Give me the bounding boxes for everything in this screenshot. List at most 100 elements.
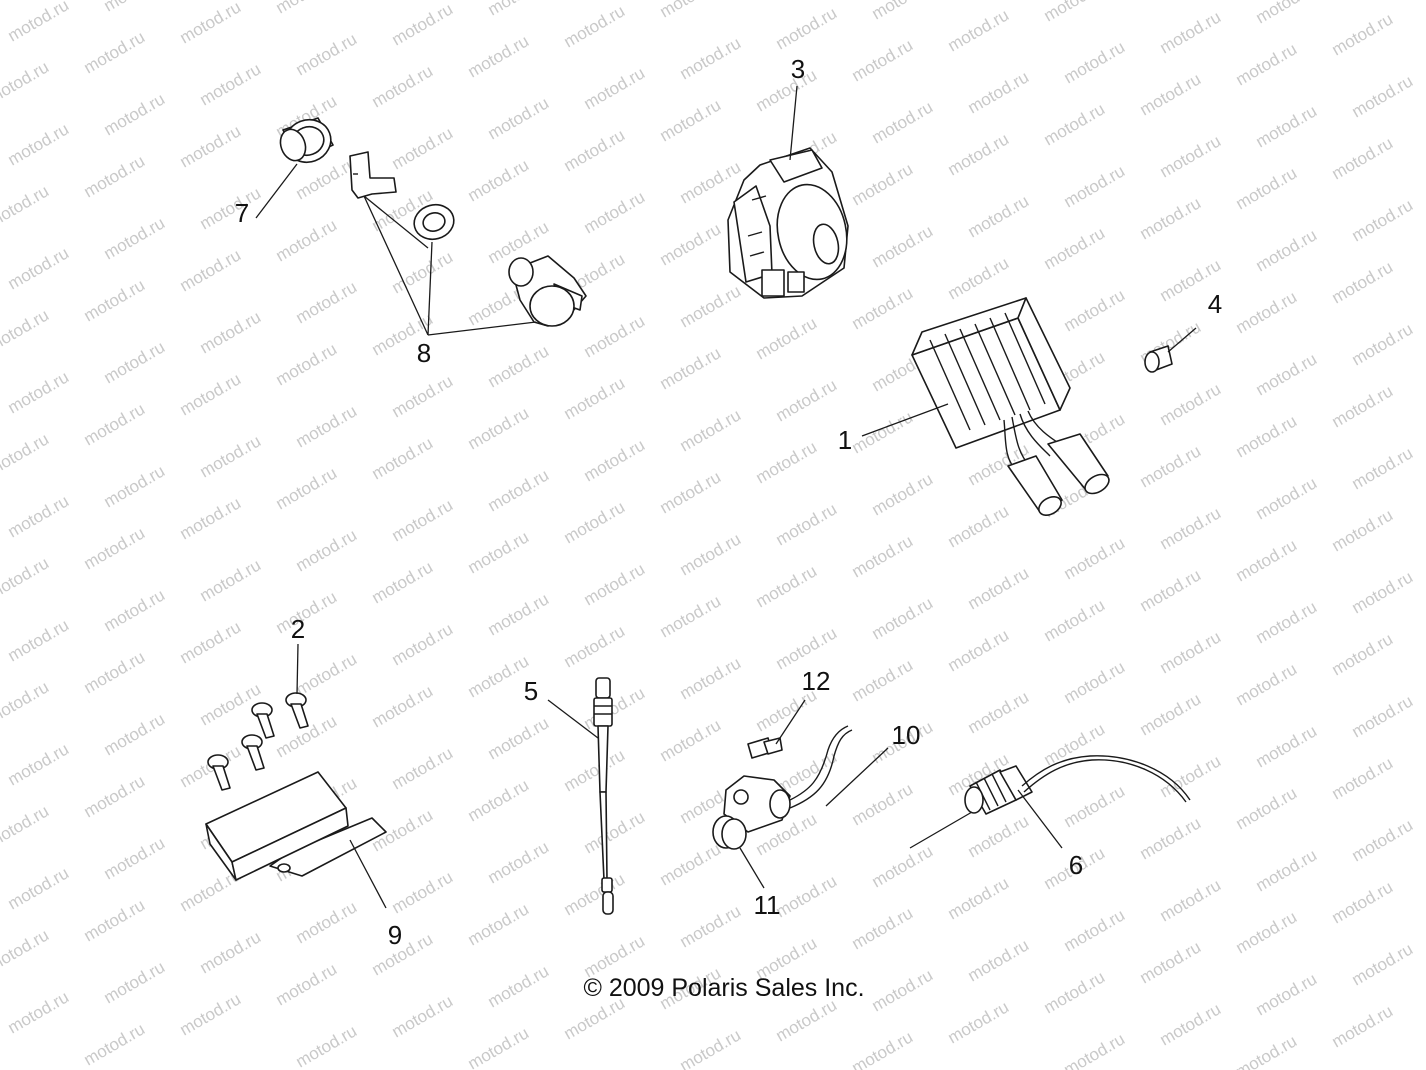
watermark-text: motod.ru bbox=[849, 1027, 917, 1070]
watermark-text: motod.ru bbox=[177, 0, 245, 47]
watermark-text: motod.ru bbox=[1349, 195, 1417, 245]
watermark-text: motod.ru bbox=[197, 59, 265, 109]
watermark-text: motod.ru bbox=[677, 33, 745, 83]
watermark-text: motod.ru bbox=[677, 529, 745, 579]
watermark-text: motod.ru bbox=[1349, 71, 1417, 121]
watermark-text: motod.ru bbox=[1137, 937, 1205, 987]
leader-6 bbox=[1017, 789, 1063, 849]
watermark-text: motod.ru bbox=[1349, 567, 1417, 617]
watermark-text: motod.ru bbox=[197, 679, 265, 729]
copyright-text: © 2009 Polaris Sales Inc. bbox=[583, 974, 864, 1002]
watermark-text: motod.ru bbox=[1137, 689, 1205, 739]
watermark-text: motod.ru bbox=[869, 593, 937, 643]
watermark-text: motod.ru bbox=[485, 341, 553, 391]
watermark-text: motod.ru bbox=[465, 527, 533, 577]
callout-5: 5 bbox=[524, 676, 538, 706]
watermark-text: motod.ru bbox=[1137, 193, 1205, 243]
watermark-text: motod.ru bbox=[773, 871, 841, 921]
watermark-text: motod.ru bbox=[101, 585, 169, 635]
watermark-text: motod.ru bbox=[869, 0, 937, 23]
watermark-text: motod.ru bbox=[1233, 907, 1301, 957]
watermark-text: motod.ru bbox=[5, 119, 73, 169]
watermark-text: motod.ru bbox=[1329, 133, 1397, 183]
watermark-text: motod.ru bbox=[753, 561, 821, 611]
watermark-text: motod.ru bbox=[293, 649, 361, 699]
watermark-text: motod.ru bbox=[389, 123, 457, 173]
leader-2 bbox=[296, 643, 299, 695]
wire-harness-icon bbox=[593, 677, 614, 915]
watermark-text: motod.ru bbox=[465, 1023, 533, 1070]
watermark-text: motod.ru bbox=[465, 403, 533, 453]
watermark-text: motod.ru bbox=[101, 709, 169, 759]
watermark-text: motod.ru bbox=[561, 1, 629, 51]
watermark-text: motod.ru bbox=[561, 125, 629, 175]
callout-7: 7 bbox=[235, 198, 249, 228]
watermark-text: motod.ru bbox=[773, 3, 841, 53]
watermark-text: motod.ru bbox=[1233, 39, 1301, 89]
watermark-text: motod.ru bbox=[657, 95, 725, 145]
watermark-text: motod.ru bbox=[0, 677, 52, 727]
watermark-text: motod.ru bbox=[1349, 939, 1417, 989]
watermark-text: motod.ru bbox=[0, 181, 52, 231]
watermark-text: motod.ru bbox=[581, 683, 649, 733]
watermark-text: motod.ru bbox=[677, 653, 745, 703]
watermark-text: motod.ru bbox=[581, 187, 649, 237]
watermark-text: motod.ru bbox=[197, 183, 265, 233]
watermark-text: motod.ru bbox=[1233, 783, 1301, 833]
watermark-text: motod.ru bbox=[101, 957, 169, 1007]
watermark-text: motod.ru bbox=[101, 213, 169, 263]
watermark-text: motod.ru bbox=[849, 531, 917, 581]
watermark-text: motod.ru bbox=[293, 525, 361, 575]
watermark-text: motod.ru bbox=[369, 681, 437, 731]
watermark-text: motod.ru bbox=[657, 591, 725, 641]
watermark-text: motod.ru bbox=[849, 903, 917, 953]
watermark-text: motod.ru bbox=[1233, 411, 1301, 461]
watermark-text: motod.ru bbox=[849, 35, 917, 85]
temperature-sensor-icon bbox=[964, 755, 1191, 815]
watermark-text: motod.ru bbox=[389, 991, 457, 1041]
watermark-text: motod.ru bbox=[561, 621, 629, 671]
watermark-text: motod.ru bbox=[465, 31, 533, 81]
watermark-text: motod.ru bbox=[753, 437, 821, 487]
watermark-text: motod.ru bbox=[485, 589, 553, 639]
watermark-text: motod.ru bbox=[581, 559, 649, 609]
watermark-text: motod.ru bbox=[5, 367, 73, 417]
watermark-text: motod.ru bbox=[1041, 99, 1109, 149]
watermark-text: motod.ru bbox=[1253, 845, 1321, 895]
watermark-text: motod.ru bbox=[5, 491, 73, 541]
watermark-text: motod.ru bbox=[561, 869, 629, 919]
watermark-text: motod.ru bbox=[1349, 319, 1417, 369]
plug-icon bbox=[712, 815, 747, 850]
watermark-text: motod.ru bbox=[869, 97, 937, 147]
watermark-text: motod.ru bbox=[1041, 719, 1109, 769]
watermark-text: motod.ru bbox=[677, 281, 745, 331]
watermark-text: motod.ru bbox=[1061, 161, 1129, 211]
watermark-text: motod.ru bbox=[1253, 225, 1321, 275]
watermark-text: motod.ru bbox=[1253, 349, 1321, 399]
watermark-text: motod.ru bbox=[849, 407, 917, 457]
watermark-text: motod.ru bbox=[1233, 659, 1301, 709]
screw-icon bbox=[207, 692, 309, 791]
watermark-text: motod.ru bbox=[1329, 877, 1397, 927]
watermark-text: motod.ru bbox=[1349, 691, 1417, 741]
watermark-text: motod.ru bbox=[369, 929, 437, 979]
watermark-text: motod.ru bbox=[465, 155, 533, 205]
watermark-text: motod.ru bbox=[101, 461, 169, 511]
watermark-text: motod.ru bbox=[945, 129, 1013, 179]
watermark-text: motod.ru bbox=[581, 807, 649, 857]
watermark-text: motod.ru bbox=[773, 499, 841, 549]
watermark-text: motod.ru bbox=[485, 93, 553, 143]
watermark-text: motod.ru bbox=[389, 867, 457, 917]
watermark-text: motod.ru bbox=[5, 0, 73, 45]
watermark-text: motod.ru bbox=[1253, 101, 1321, 151]
watermark-text: motod.ru bbox=[273, 339, 341, 389]
watermark-text: motod.ru bbox=[81, 27, 149, 77]
watermark-text: motod.ru bbox=[965, 191, 1033, 241]
watermark-text: motod.ru bbox=[0, 925, 52, 975]
watermark-text: motod.ru bbox=[197, 307, 265, 357]
watermark-text: motod.ru bbox=[273, 587, 341, 637]
leader-5 bbox=[547, 699, 599, 739]
watermark-text: motod.ru bbox=[677, 405, 745, 455]
watermark-text: motod.ru bbox=[677, 1025, 745, 1070]
watermark-text: motod.ru bbox=[197, 431, 265, 481]
